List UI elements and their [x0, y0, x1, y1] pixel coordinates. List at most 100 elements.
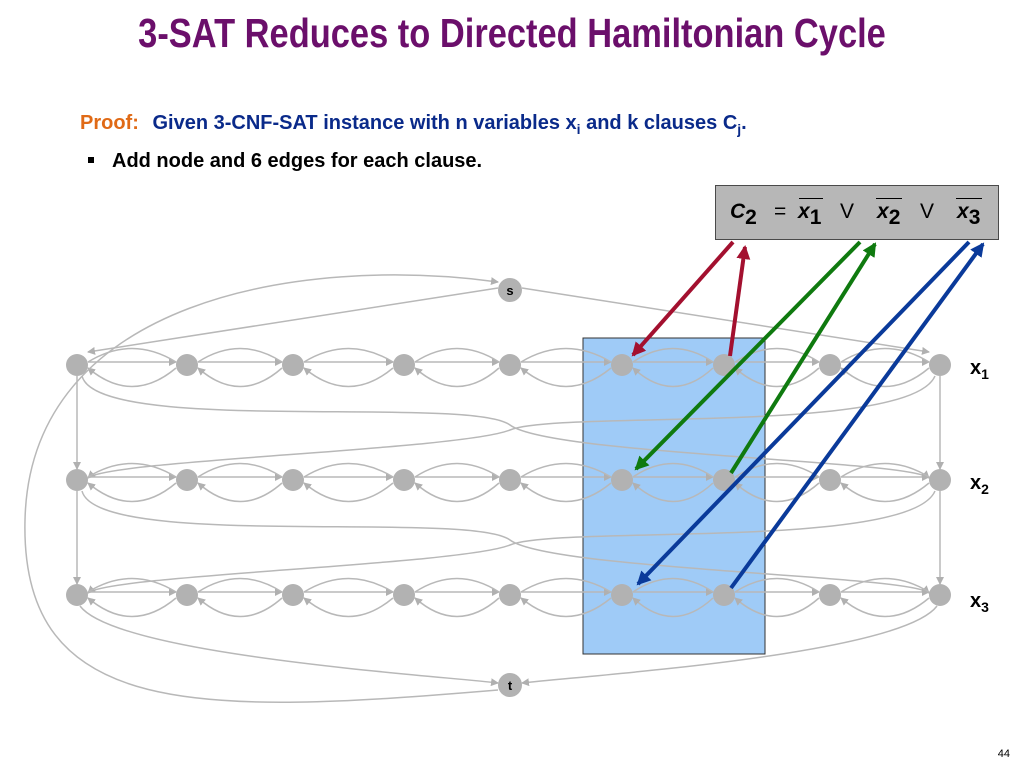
- slide-title: 3-SAT Reduces to Directed Hamiltonian Cy…: [138, 10, 886, 56]
- variable-node: [393, 469, 415, 491]
- forward-arc-edge: [632, 462, 714, 478]
- forward-arc-edge: [840, 347, 930, 363]
- variable-node: [393, 584, 415, 606]
- clause-literal-3: x3: [957, 200, 981, 229]
- backward-edge: [632, 482, 714, 503]
- x3-right-to-t: [521, 605, 938, 687]
- backward-edge: [520, 597, 612, 618]
- backward-edge: [632, 367, 714, 388]
- clause-literal-1: x1: [798, 200, 822, 229]
- x3-arrow-out: [729, 242, 985, 590]
- backward-edge: [734, 482, 820, 503]
- variable-node: [819, 469, 841, 491]
- clause-equals: =: [774, 200, 787, 223]
- forward-arc-edge: [520, 462, 612, 478]
- proof-statement: Proof: Given 3-CNF-SAT instance with n v…: [80, 112, 747, 137]
- variable-node: [819, 354, 841, 376]
- proof-sub-i: i: [576, 121, 581, 137]
- variable-node: [499, 354, 521, 376]
- variable-node: [611, 354, 633, 376]
- variable-node: [282, 354, 304, 376]
- variable-node: [66, 469, 88, 491]
- forward-arc-edge: [632, 347, 714, 363]
- backward-edge: [87, 367, 177, 388]
- forward-arc-edge: [840, 577, 930, 593]
- source-node-label: s: [506, 283, 513, 298]
- variable-node: [66, 354, 88, 376]
- variable-node: [176, 469, 198, 491]
- backward-edge: [303, 367, 394, 388]
- proof-text-b: and k clauses C: [580, 112, 738, 134]
- x3-left-to-t: [79, 605, 499, 687]
- backward-edge: [840, 597, 930, 618]
- forward-arc-edge: [520, 577, 612, 593]
- forward-arc-edge: [414, 347, 500, 363]
- x3-arrow-in: [636, 240, 971, 586]
- forward-arc-edge: [520, 347, 612, 363]
- backward-edge: [87, 482, 177, 503]
- forward-arc-edge: [197, 347, 283, 363]
- bullet-text: Add node and 6 edges for each clause.: [112, 150, 483, 172]
- variable-node: [819, 584, 841, 606]
- forward-arc-edge: [87, 462, 177, 478]
- variable-node: [176, 584, 198, 606]
- row-label-x1: x1: [970, 357, 989, 382]
- backward-edge: [414, 367, 500, 388]
- x1-arrow-out: [728, 245, 751, 357]
- bullet-square-icon: [88, 156, 94, 163]
- x2-arrow-in: [634, 240, 862, 471]
- variable-node: [611, 584, 633, 606]
- clause-arrows: [631, 240, 985, 590]
- forward-arc-edge: [414, 462, 500, 478]
- s-to-x1-left: [87, 287, 499, 355]
- variable-node: [282, 469, 304, 491]
- literal-1-negation-bar: [799, 198, 823, 199]
- forward-arc-edge: [87, 577, 177, 593]
- nodes: [66, 354, 951, 606]
- forward-arc-edge: [303, 462, 394, 478]
- variable-node: [499, 584, 521, 606]
- row-label-x2: x2: [970, 472, 989, 497]
- x2-arrow-out: [729, 242, 877, 475]
- clause-literal-2: x2: [877, 200, 901, 229]
- bullet-item: Add node and 6 edges for each clause.: [88, 150, 482, 173]
- s-to-x1-right: [521, 287, 930, 355]
- forward-arc-edge: [734, 462, 820, 478]
- forward-arc-edge: [734, 577, 820, 593]
- variable-node: [713, 469, 735, 491]
- variable-node: [393, 354, 415, 376]
- forward-arc-edge: [303, 347, 394, 363]
- variable-node: [176, 354, 198, 376]
- variable-node: [713, 354, 735, 376]
- backward-edge: [734, 367, 820, 388]
- source-node: [498, 278, 522, 302]
- clause-or-1: V: [840, 200, 855, 223]
- forward-arc-edge: [87, 347, 177, 363]
- forward-arc-edge: [734, 347, 820, 363]
- x1-arrow-in: [631, 240, 735, 357]
- cross-edge-lr: [81, 375, 930, 479]
- variable-node: [713, 584, 735, 606]
- literal-2-negation-bar: [876, 198, 902, 199]
- proof-text-a: Given 3-CNF-SAT instance with n variable…: [152, 112, 577, 134]
- backward-edge: [520, 482, 612, 503]
- cross-edge-lr: [81, 490, 930, 594]
- backward-edge: [414, 597, 500, 618]
- clause-name: C2: [730, 200, 757, 229]
- backward-edge: [840, 482, 930, 503]
- row-label-x3: x3: [970, 590, 989, 615]
- forward-arc-edge: [414, 577, 500, 593]
- forward-arc-edge: [840, 462, 930, 478]
- backward-edge: [197, 482, 283, 503]
- forward-arc-edge: [303, 577, 394, 593]
- t-to-s-loop: [24, 274, 499, 703]
- backward-edge: [734, 597, 820, 618]
- forward-arc-edge: [197, 577, 283, 593]
- variable-node: [929, 469, 951, 491]
- proof-text-c: .: [741, 112, 747, 134]
- cross-edge-rl: [87, 375, 936, 479]
- clause-highlight-region: [582, 337, 766, 655]
- variable-node: [499, 469, 521, 491]
- sink-node: [498, 673, 522, 697]
